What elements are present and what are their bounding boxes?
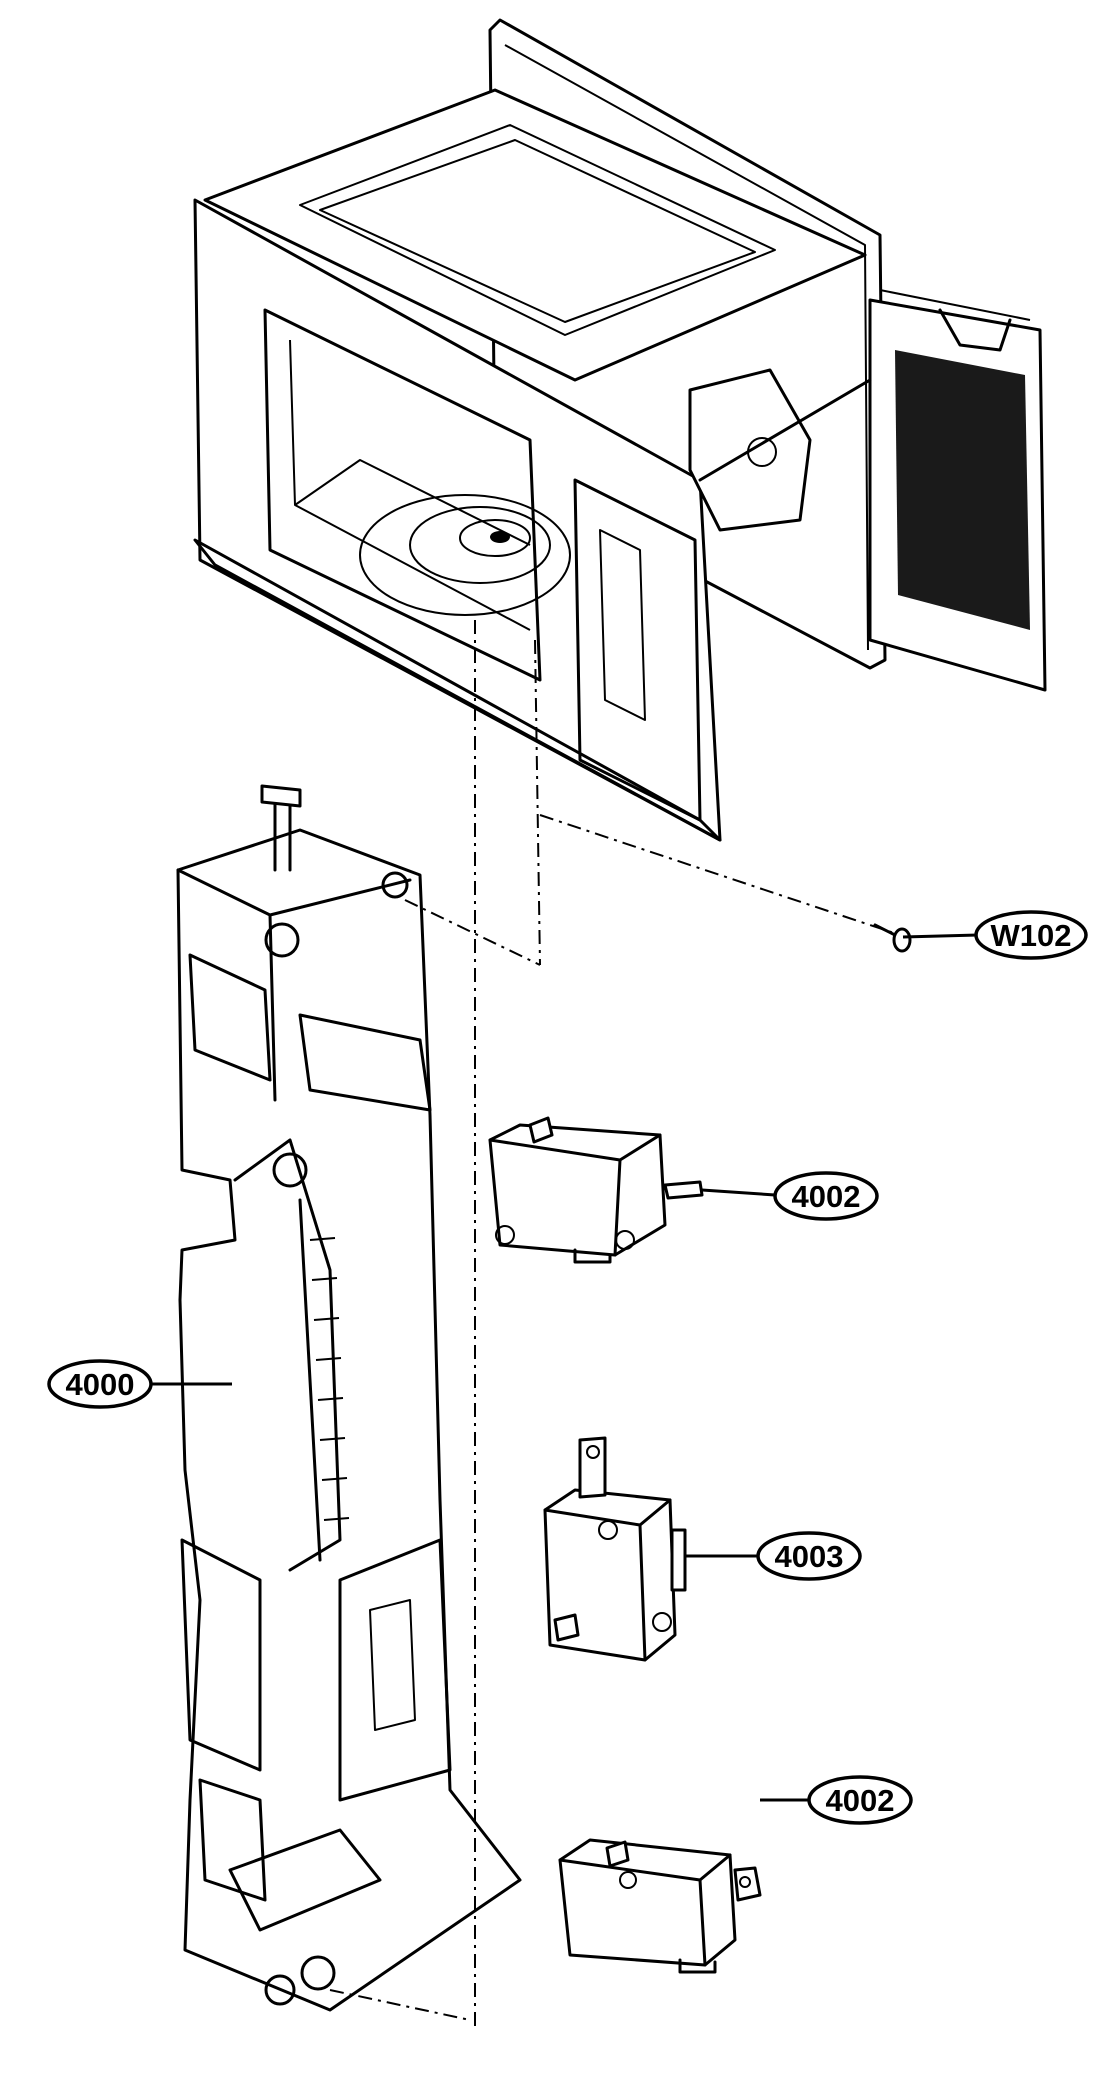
callout-4002-upper: 4002 <box>701 1171 879 1221</box>
callout-label-4002-lower: 4002 <box>826 1783 895 1818</box>
door-latch-bracket <box>176 784 522 2012</box>
microwave-cavity-assembly <box>193 18 1047 842</box>
callout-w102: W102 <box>902 910 1088 960</box>
screw-w102 <box>873 923 912 953</box>
callout-label-4002-upper: 4002 <box>792 1179 861 1214</box>
callout-4002-lower: 4002 <box>760 1775 913 1825</box>
interlock-switch-4002-lower <box>558 1838 762 1974</box>
callout-label-4003: 4003 <box>775 1539 844 1574</box>
callout-4003: 4003 <box>685 1531 862 1581</box>
callout-label-w102: W102 <box>991 918 1072 953</box>
assembly-guide-lines <box>329 620 901 2030</box>
callout-label-4000: 4000 <box>66 1367 135 1402</box>
interlock-switch-4003 <box>543 1436 687 1662</box>
interlock-switch-4002-upper <box>488 1116 704 1264</box>
callout-4000: 4000 <box>47 1359 232 1409</box>
